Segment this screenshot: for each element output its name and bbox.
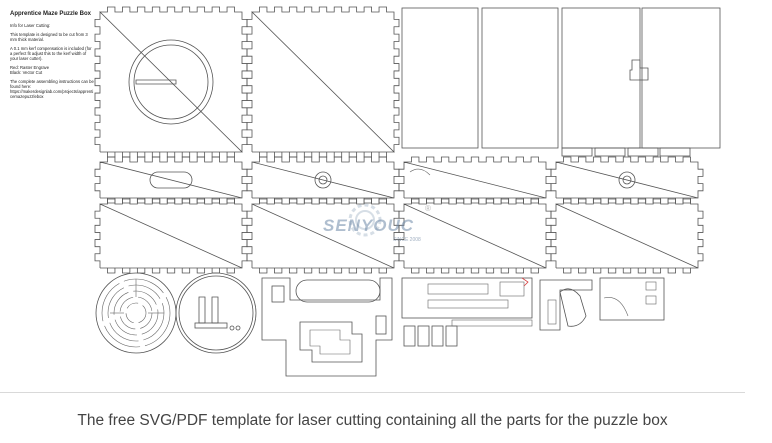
figure-caption: The free SVG/PDF template for laser cutt… xyxy=(77,412,668,429)
engrave-mark xyxy=(521,277,529,287)
drawer-front-slot-back xyxy=(94,198,248,274)
pin-hole-2 xyxy=(235,325,241,331)
parts-slot-3 xyxy=(427,299,509,309)
parts-slot-2 xyxy=(499,281,525,297)
dial-pointer-slot xyxy=(135,79,177,85)
end-plate xyxy=(599,277,665,321)
strip-piece-3 xyxy=(627,147,659,157)
material-note: This template is designed to be cut from… xyxy=(10,32,88,42)
frame-tab-2 xyxy=(375,315,387,335)
maze-ring xyxy=(119,296,153,330)
small-block-2 xyxy=(417,325,430,347)
drawer-front-knob-2 xyxy=(550,156,704,204)
strip-piece-1 xyxy=(561,147,593,157)
drawer-knob-ring-2 xyxy=(618,171,636,189)
drawer-curve-mark xyxy=(409,168,431,176)
drawer-knob-ring xyxy=(314,171,332,189)
side-plate-1 xyxy=(401,7,479,149)
instructions-url: https://makerdesignlab.com/projects/appr… xyxy=(10,89,94,99)
dial-outer-ring xyxy=(128,39,214,125)
latch-cam xyxy=(559,288,587,327)
pin-slots xyxy=(198,296,219,324)
parts-slot-1 xyxy=(427,283,489,295)
dial-inner-ring xyxy=(133,44,209,120)
frame-inner-path xyxy=(309,329,351,355)
base-frame xyxy=(261,277,393,377)
pin-disc-outer xyxy=(175,272,257,354)
kerf-note: A 0.1 mm kerf compensation is included (… xyxy=(10,46,92,61)
color-red-note: Red: Raster Engrave xyxy=(10,65,50,70)
parts-strip xyxy=(401,277,533,319)
drawer-front-knob xyxy=(246,156,400,204)
instructions-note: The complete assembling instructions can… xyxy=(10,79,94,89)
laser-template-figure: Apprentice Maze Puzzle Box Info for Lase… xyxy=(0,6,745,393)
maze-ring xyxy=(125,302,147,324)
strip-piece-4 xyxy=(659,147,691,157)
strip-piece-2 xyxy=(594,147,626,157)
side-plate-2 xyxy=(481,7,559,149)
drawer-knob-center xyxy=(318,175,328,185)
info-heading: Info for Laser Cutting: xyxy=(10,23,51,28)
drawer-front-plain xyxy=(398,156,552,204)
drawer-front-knob-2-back xyxy=(550,198,704,274)
frame-tab-1 xyxy=(271,285,285,303)
latch-arm xyxy=(539,279,593,331)
frame-handle-slot xyxy=(295,279,381,303)
cut-plan-drawing xyxy=(94,6,721,377)
plate-latch-cutout xyxy=(629,59,649,81)
thin-rail xyxy=(451,319,533,327)
drawer-front-knob-back xyxy=(246,198,400,274)
pin-hole-1 xyxy=(229,325,235,331)
small-block-1 xyxy=(403,325,416,347)
side-plate-3 xyxy=(561,7,641,149)
drawer-handle-slot xyxy=(149,171,193,189)
pin-base xyxy=(194,322,228,329)
lid-panel-dial xyxy=(246,6,400,158)
frame-inner-cutout xyxy=(299,321,363,363)
color-black-note: Black: Vector Cut xyxy=(10,70,43,75)
template-title: Apprentice Maze Puzzle Box xyxy=(10,11,92,17)
lid-panel-info xyxy=(94,6,248,158)
end-plate-slot-1 xyxy=(645,281,657,291)
template-info-text: Apprentice Maze Puzzle Box Info for Lase… xyxy=(10,11,94,103)
small-block-4 xyxy=(445,325,458,347)
pin-disc-inner xyxy=(178,275,254,351)
drawer-front-plain-back xyxy=(398,198,552,274)
end-plate-slot-2 xyxy=(645,295,657,305)
small-block-3 xyxy=(431,325,444,347)
end-plate-curve xyxy=(603,297,629,317)
drawer-front-slot xyxy=(94,156,248,204)
latch-slot xyxy=(547,299,557,325)
drawer-knob-center-2 xyxy=(622,175,632,185)
side-plate-4 xyxy=(641,7,721,149)
